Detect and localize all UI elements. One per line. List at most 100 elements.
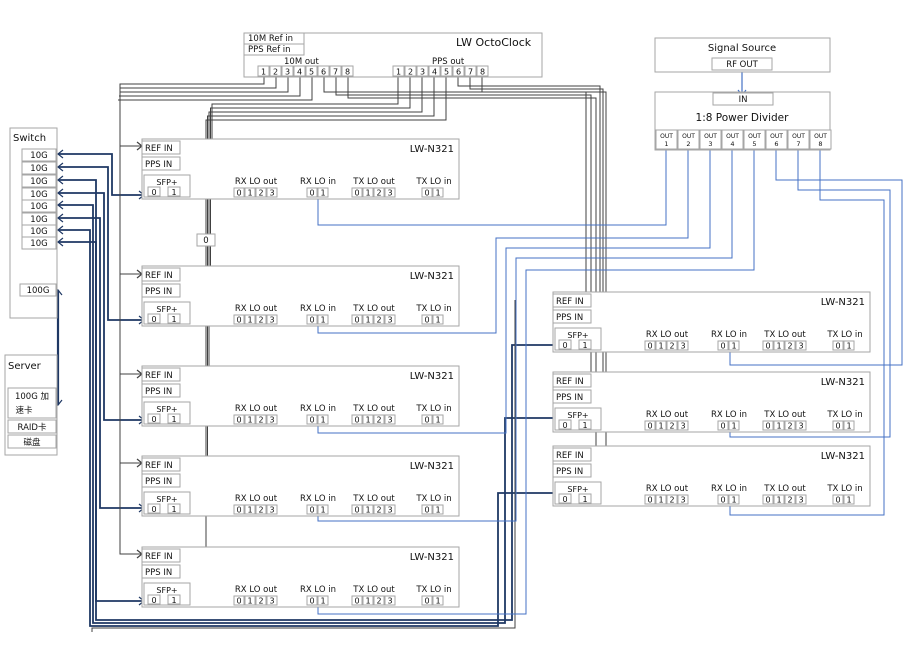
lo-port-label: 2: [787, 422, 792, 431]
ten-m-port: [293, 65, 306, 77]
ref-clock-cable: [118, 77, 313, 555]
power-divider: IN1:8 Power DividerOUT1OUT2OUT3OUT4OUT5O…: [654, 91, 832, 151]
pps-in-port: [141, 564, 181, 579]
lo-port: [666, 494, 678, 505]
lo-port-label: 0: [354, 416, 359, 425]
lo-port-label: 0: [236, 597, 241, 606]
divider-out-port: [743, 129, 766, 150]
lo-port-label: 3: [269, 597, 274, 606]
lo-column-label: RX LO out: [235, 177, 278, 187]
divider-out-number: 4: [730, 140, 734, 148]
lo-port: [317, 595, 329, 606]
lo-port-label: 3: [269, 416, 274, 425]
lo-port: [362, 314, 374, 325]
sfp-port: [167, 313, 181, 324]
sfp-port-label: 1: [582, 341, 587, 350]
lo-port: [432, 595, 444, 606]
switch-uplink-port: [19, 283, 57, 297]
lo-port: [795, 420, 807, 431]
lo-port: [233, 595, 245, 606]
lo-column-label: RX LO out: [235, 585, 278, 595]
lo-port-label: 1: [247, 316, 252, 325]
lo-port: [762, 420, 774, 431]
switch-port: [21, 199, 57, 213]
ref-in-label: REF IN: [145, 144, 173, 154]
n321-box: [552, 371, 871, 433]
lo-port: [317, 187, 329, 198]
lo-port: [255, 414, 267, 425]
lo-port: [351, 595, 363, 606]
lo-port-label: 3: [798, 496, 803, 505]
lo-port-label: 2: [258, 597, 263, 606]
ten-m-port-label: 6: [321, 68, 326, 77]
sfp-port: [578, 493, 592, 504]
lo-port: [421, 504, 433, 515]
lo-port-label: 1: [247, 597, 252, 606]
lo-port: [266, 187, 278, 198]
network-arrow: [57, 213, 64, 223]
pps-port-label: 1: [396, 68, 401, 77]
sfp-label: SFP+: [156, 405, 177, 414]
lo-port-label: 2: [376, 316, 381, 325]
divider-out-text: OUT: [770, 133, 783, 140]
lo-port: [244, 187, 256, 198]
n321-title: LW-N321: [821, 451, 865, 462]
switch-port-label: 10G: [30, 227, 47, 237]
divider-out-text: OUT: [704, 133, 717, 140]
divider-out-port: [655, 129, 678, 150]
ten-m-port: [329, 65, 342, 77]
network-cable: [58, 229, 562, 627]
lo-column-label: RX LO in: [711, 484, 747, 494]
lo-port-label: 1: [247, 416, 252, 425]
pps-port-label: 6: [456, 68, 461, 77]
lo-port-label: 2: [669, 342, 674, 351]
divider-out-port: [809, 129, 832, 150]
switch-port-label: 10G: [30, 215, 47, 225]
lo-port: [773, 494, 785, 505]
lo-port-label: 0: [720, 422, 725, 431]
lo-port-label: 0: [309, 597, 314, 606]
pps-port-label: 2: [408, 68, 413, 77]
lo-port: [784, 420, 796, 431]
lo-port-label: 1: [365, 316, 370, 325]
lo-port: [655, 420, 667, 431]
lo-port: [432, 414, 444, 425]
lo-port: [384, 595, 396, 606]
lo-port-label: 1: [435, 597, 440, 606]
pps-in-label: PPS Ref in: [248, 45, 291, 55]
lo-port-label: 3: [269, 189, 274, 198]
lo-port-label: 1: [365, 506, 370, 515]
lo-port: [244, 314, 256, 325]
lo-port-label: 1: [365, 597, 370, 606]
lo-column-label: TX LO out: [763, 330, 806, 340]
pps-port-label: 7: [468, 68, 473, 77]
lo-column-label: TX LO out: [352, 404, 395, 414]
lo-port-label: 1: [658, 422, 663, 431]
pps-in-label: PPS IN: [145, 568, 172, 578]
lo-port-label: 2: [376, 189, 381, 198]
lo-port-label: 1: [320, 189, 325, 198]
pps-in-port: [552, 309, 592, 324]
pps-in-port: [141, 473, 181, 488]
lo-port: [244, 595, 256, 606]
sfp-port: [147, 186, 161, 197]
lo-port-label: 1: [435, 506, 440, 515]
lo-port: [306, 504, 318, 515]
n321-title: LW-N321: [821, 377, 865, 388]
lo-port-label: 3: [798, 422, 803, 431]
lo-port-label: 1: [247, 189, 252, 198]
lo-port: [317, 314, 329, 325]
rf-cable: [317, 150, 689, 334]
pps-port: [440, 65, 453, 77]
lo-port: [421, 414, 433, 425]
lo-port-label: 0: [647, 422, 652, 431]
disk-label: 磁盘: [23, 437, 41, 448]
ten-m-port-label: 8: [345, 68, 350, 77]
lo-port: [728, 420, 740, 431]
rf-cable: [317, 150, 755, 615]
ten-m-port: [281, 65, 294, 77]
lo-port: [362, 504, 374, 515]
lo-port-label: 1: [658, 342, 663, 351]
